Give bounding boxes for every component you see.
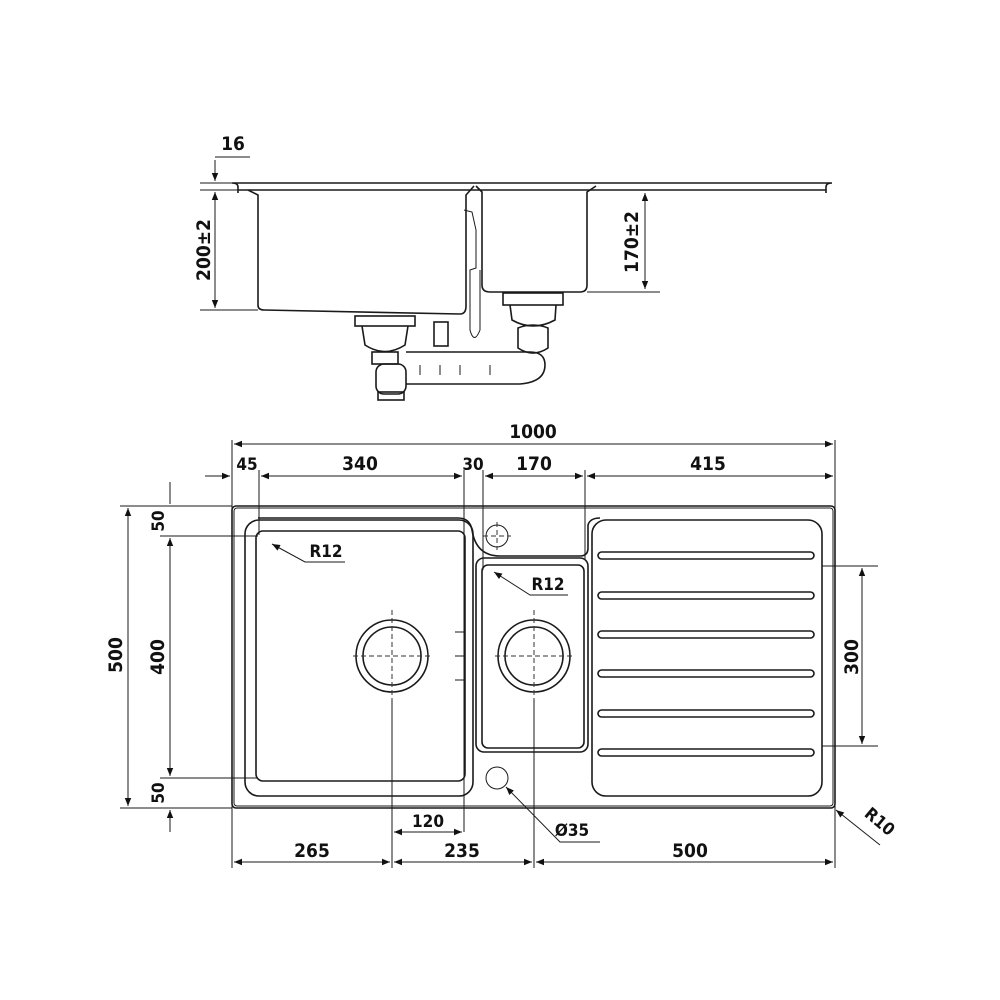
overflow-hole bbox=[485, 766, 509, 790]
top-margin-label: 50 bbox=[149, 510, 169, 531]
small-bowl-profile bbox=[475, 185, 597, 293]
small-drain-fitting bbox=[502, 292, 564, 354]
small-bowl-radius-label: R12 bbox=[531, 575, 564, 595]
corner-radius-label: R10 bbox=[860, 804, 898, 841]
small-drain bbox=[495, 610, 573, 700]
large-bowl-radius-label: R12 bbox=[309, 542, 342, 562]
large-bowl-profile bbox=[247, 185, 475, 315]
large-drain bbox=[353, 610, 431, 700]
small-bowl-width-label: 170 bbox=[516, 453, 552, 475]
drainer-ribs bbox=[597, 551, 815, 757]
large-bowl-width-label: 340 bbox=[342, 453, 378, 475]
bowl-depth-label: 400 bbox=[147, 639, 169, 675]
overflow-diameter-label: Ø35 bbox=[555, 821, 589, 841]
large-bowl-depth-label: 200±2 bbox=[193, 219, 215, 281]
side-view: 16 200±2 170±2 bbox=[193, 133, 833, 401]
large-drain-fitting bbox=[354, 315, 416, 401]
countertop-plate bbox=[231, 182, 833, 193]
small-bowl-rim bbox=[475, 557, 589, 753]
large-drain-offset-label: 265 bbox=[294, 840, 330, 862]
small-bowl bbox=[481, 564, 585, 749]
drain-to-drain-label: 235 bbox=[444, 840, 480, 862]
drainer bbox=[591, 519, 823, 797]
waste-trap-pipe bbox=[406, 321, 546, 385]
left-margin-label: 45 bbox=[236, 455, 257, 475]
bottom-margin-label: 50 bbox=[149, 782, 169, 803]
bowl-gap-label: 30 bbox=[462, 455, 483, 475]
drain-spacing-label: 120 bbox=[412, 812, 444, 832]
tap-hole bbox=[483, 522, 511, 550]
small-drain-to-edge-label: 500 bbox=[672, 840, 708, 862]
bowl-recess-outline bbox=[258, 517, 601, 557]
plan-view: 1000 45 340 30 170 415 500 400 50 50 300… bbox=[105, 421, 898, 868]
drainer-width-label: 415 bbox=[690, 453, 726, 475]
rim-thickness-label: 16 bbox=[221, 133, 245, 155]
drainer-depth-label: 300 bbox=[841, 639, 863, 675]
overall-width-label: 1000 bbox=[509, 421, 557, 443]
large-bowl-rim bbox=[244, 519, 474, 797]
small-bowl-depth-label: 170±2 bbox=[621, 211, 643, 273]
large-bowl bbox=[255, 530, 466, 782]
overflow-tube bbox=[463, 209, 481, 338]
overall-depth-label: 500 bbox=[105, 637, 127, 673]
